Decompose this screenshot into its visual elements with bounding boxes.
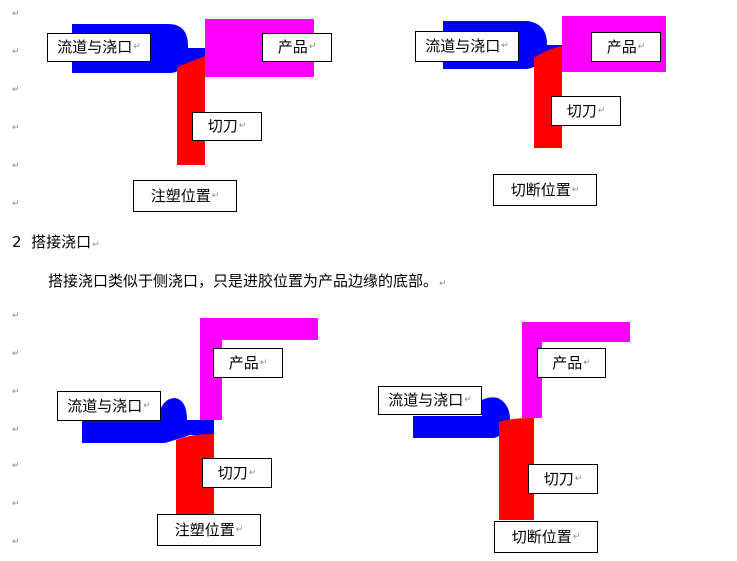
label-text: 流道与浇口 (425, 37, 501, 55)
paragraph-mark: ↵ (583, 357, 591, 368)
cutter-label: 切刀↵ (528, 464, 598, 494)
paragraph-mark: ↵ (92, 240, 100, 250)
paragraph-mark: ↵ (439, 279, 447, 289)
paragraph-mark: ↵ (12, 425, 20, 435)
label-text: 流道与浇口 (67, 396, 143, 415)
paragraph-mark: ↵ (143, 400, 151, 411)
label-text: 流道与浇口 (388, 391, 464, 409)
runner-gate-label: 流道与浇口↵ (47, 33, 151, 62)
label-text: 注塑位置 (150, 186, 211, 205)
product-label: 产品↵ (537, 348, 606, 378)
product-l-shape (200, 318, 318, 420)
section-heading: 2 搭接浇口↵ (12, 231, 100, 252)
paragraph-mark: ↵ (12, 9, 20, 19)
section-paragraph: 搭接浇口类似于侧浇口，只是进胶位置为产品边缘的底部。↵ (48, 270, 447, 291)
cutter-label: 切刀↵ (202, 458, 272, 488)
paragraph-mark: ↵ (248, 467, 257, 478)
paragraph-mark: ↵ (133, 42, 141, 52)
label-text: 切刀 (217, 463, 248, 482)
label-text: 切断位置 (510, 180, 571, 199)
runner-gate-label: 流道与浇口↵ (378, 386, 482, 415)
paragraph-mark: ↵ (12, 499, 20, 509)
cutter-label: 切刀↵ (192, 112, 262, 141)
label-text: 切断位置 (511, 527, 572, 546)
cutter-label: 切刀↵ (551, 96, 621, 126)
cutter-shape (176, 434, 214, 515)
paragraph-mark: ↵ (12, 123, 20, 133)
runner-gate-label: 流道与浇口↵ (415, 31, 519, 62)
paragraph-mark: ↵ (12, 387, 20, 397)
runner-gate-label: 流道与浇口↵ (57, 391, 161, 421)
paragraph-mark: ↵ (12, 461, 20, 471)
label-text: 切刀 (543, 469, 574, 488)
paragraph-mark: ↵ (464, 395, 472, 405)
runner-gate-shape (413, 397, 510, 438)
paragraph-mark: ↵ (572, 531, 581, 542)
paragraph-mark: ↵ (12, 47, 20, 57)
paragraph-mark: ↵ (235, 524, 244, 535)
label-text: 流道与浇口 (57, 38, 133, 56)
product-label: 产品↵ (262, 33, 332, 62)
paragraph-mark: ↵ (259, 357, 268, 368)
paragraph-mark: ↵ (574, 473, 583, 484)
paragraph-mark: ↵ (12, 311, 20, 321)
label-text: 注塑位置 (174, 520, 235, 539)
label-text: 产品 (552, 353, 583, 372)
section-number: 2 (12, 233, 22, 251)
product-l-shape (522, 322, 630, 418)
paragraph-mark: ↵ (637, 41, 646, 52)
label-text: 切刀 (566, 101, 597, 120)
cutting-position-label: 切断位置↵ (493, 174, 597, 206)
paragraph-mark: ↵ (12, 161, 20, 171)
cutting-position-label: 切断位置↵ (494, 521, 598, 553)
paragraph-mark: ↵ (211, 190, 220, 201)
label-text: 产品 (606, 37, 637, 56)
cutter-shape (177, 56, 205, 165)
cutter-shape (499, 418, 534, 520)
label-text: 产品 (228, 353, 259, 372)
paragraph-text: 搭接浇口类似于侧浇口，只是进胶位置为产品边缘的底部。 (48, 272, 439, 290)
product-label: 产品↵ (213, 348, 283, 378)
molding-position-label: 注塑位置↵ (133, 180, 237, 212)
paragraph-mark: ↵ (308, 42, 317, 52)
paragraph-mark: ↵ (501, 41, 509, 51)
paragraph-mark: ↵ (597, 105, 606, 116)
paragraph-mark: ↵ (12, 85, 20, 95)
label-text: 产品 (277, 38, 308, 56)
paragraph-mark: ↵ (12, 537, 20, 547)
product-label: 产品↵ (591, 32, 661, 62)
molding-position-label: 注塑位置↵ (157, 514, 261, 546)
paragraph-mark: ↵ (12, 349, 20, 359)
paragraph-mark: ↵ (238, 121, 247, 131)
label-text: 切刀 (207, 117, 238, 135)
paragraph-mark: ↵ (12, 199, 20, 209)
section-title: 搭接浇口 (31, 233, 92, 251)
paragraph-mark: ↵ (571, 184, 580, 195)
